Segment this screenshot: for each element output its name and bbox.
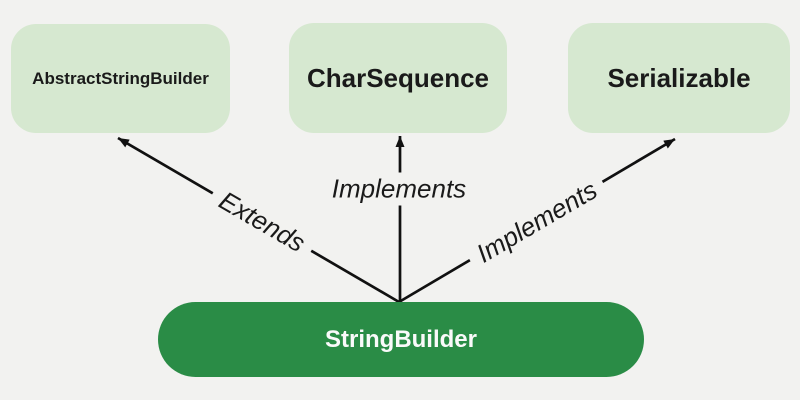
node-abstract-string-builder-label: AbstractStringBuilder: [32, 68, 209, 88]
node-string-builder: StringBuilder: [158, 302, 644, 377]
node-char-sequence-label: CharSequence: [306, 62, 490, 93]
node-char-sequence: CharSequence: [289, 23, 507, 133]
edge-label-implements-charsequence: Implements: [321, 172, 477, 206]
node-string-builder-label: StringBuilder: [324, 325, 477, 353]
node-abstract-string-builder: AbstractStringBuilder: [11, 24, 230, 133]
node-serializable: Serializable: [568, 23, 790, 133]
node-serializable-label: Serializable: [607, 62, 751, 93]
